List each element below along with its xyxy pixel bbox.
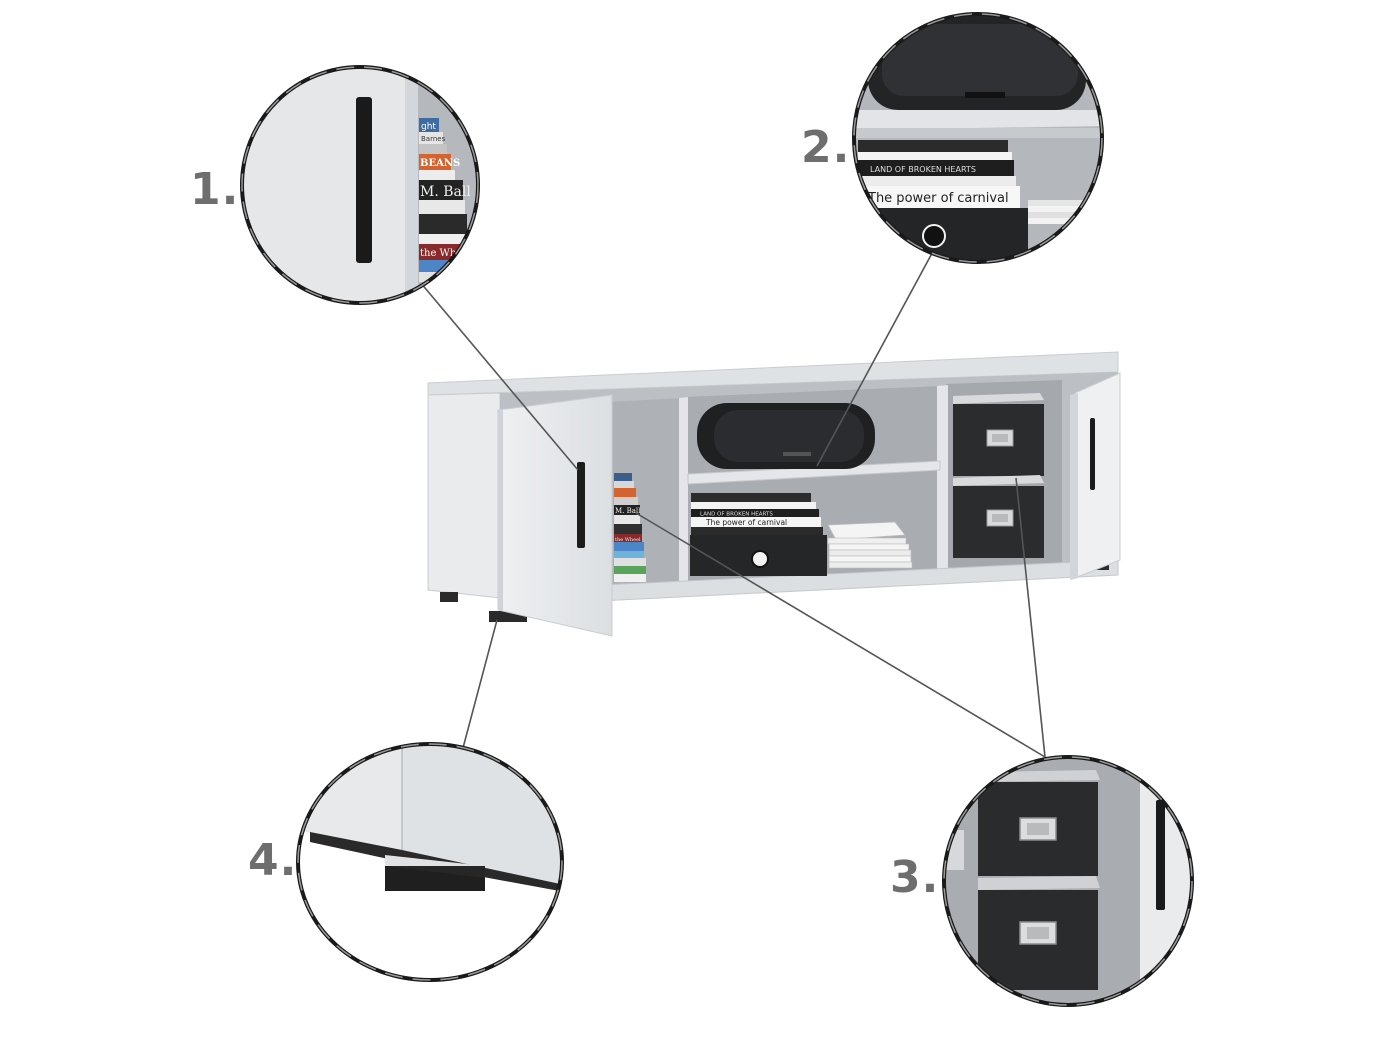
book-spine-text: Barnes (421, 135, 446, 143)
callout-number-4: 4. (248, 835, 298, 886)
book-spine-text: BEANS (420, 158, 460, 169)
book-spine-text: The power of carnival (705, 518, 787, 527)
cabinet-foot (489, 611, 527, 622)
book-spine-text: M. Ball (420, 184, 471, 200)
book-spine-text: LAND OF BROKEN HEARTS (700, 512, 773, 518)
center-speaker (697, 403, 875, 469)
book-spine-text: The power of carnival (867, 191, 1009, 206)
book-stack-center: LAND OF BROKEN HEARTS The power of carni… (691, 493, 823, 535)
book-spine-text: LAND OF BROKEN HEARTS (870, 165, 976, 174)
magazine-stack (827, 521, 913, 569)
door-handle-zoomed (1156, 800, 1165, 910)
file-box-drawers (953, 393, 1044, 558)
storage-box-center (690, 535, 827, 576)
book-spine-text: M. Ball (615, 507, 641, 515)
tv-cabinet: LAND OF BROKEN HEARTS The power of carni… (427, 351, 1121, 637)
cabinet-foot (440, 592, 458, 602)
callout-number-1: 1. (190, 164, 240, 215)
door-handle-zoomed (356, 97, 372, 263)
callout-number-3: 3. (890, 852, 940, 903)
zoom-callout-foot (296, 742, 564, 982)
cabinet-left-side (427, 392, 501, 599)
door-handle (577, 462, 585, 548)
book-spine-text: the Wheel (615, 537, 641, 543)
leader-lines (419, 243, 1046, 758)
zoom-callout-shelf: LAND OF BROKEN HEARTS The power of carni… (852, 12, 1104, 264)
callout-number-2: 2. (801, 122, 851, 173)
book-spine-text: the Whe (420, 248, 462, 259)
zoom-callout-drawers (942, 755, 1194, 1007)
zoom-callout-handle: ght Barnes BEANS M. Ball the Whe (240, 65, 480, 305)
left-door (497, 394, 613, 637)
book-spine-text: ght (421, 122, 436, 132)
book-stack-left: M. Ball the Wheel (614, 473, 646, 582)
right-door (1070, 372, 1121, 580)
door-handle (1090, 418, 1095, 490)
